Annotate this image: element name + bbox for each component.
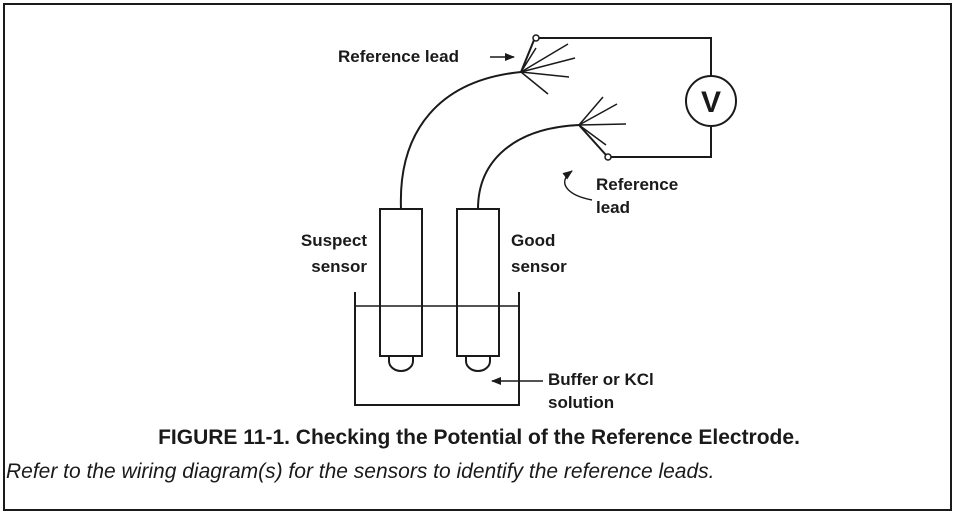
reference-lead-right-label-line1: Reference	[596, 175, 678, 194]
bottom-terminal	[604, 153, 612, 161]
top-reference-wire	[520, 39, 535, 73]
good-wire-splay	[578, 96, 627, 146]
reference-lead-right-label-line2: lead	[596, 198, 630, 217]
good-sensor-cable	[477, 124, 580, 210]
top-terminal	[532, 34, 540, 42]
buffer-label-line1: Buffer or KCl	[548, 370, 654, 389]
suspect-sensor-label-line1: Suspect	[301, 231, 367, 250]
reference-lead-right-arrow	[562, 170, 593, 201]
suspect-sensor-label-line2: sensor	[311, 257, 367, 276]
suspect-sensor	[379, 208, 423, 372]
voltmeter-symbol: V	[701, 86, 721, 119]
bottom-reference-wire	[578, 124, 607, 156]
good-sensor	[456, 208, 500, 372]
good-sensor-label-line1: Good	[511, 231, 555, 250]
voltmeter-circuit	[539, 37, 712, 158]
buffer-label-line2: solution	[548, 393, 614, 412]
suspect-wire-splay	[520, 43, 576, 95]
voltmeter-icon	[685, 75, 737, 127]
figure-note: Refer to the wiring diagram(s) for the s…	[6, 460, 715, 483]
beaker	[354, 292, 520, 406]
reference-lead-top-label: Reference lead	[338, 47, 459, 66]
figure-frame	[3, 3, 952, 511]
figure-caption: FIGURE 11-1. Checking the Potential of t…	[158, 426, 800, 449]
good-sensor-label-line2: sensor	[511, 257, 567, 276]
suspect-sensor-cable	[399, 71, 522, 210]
